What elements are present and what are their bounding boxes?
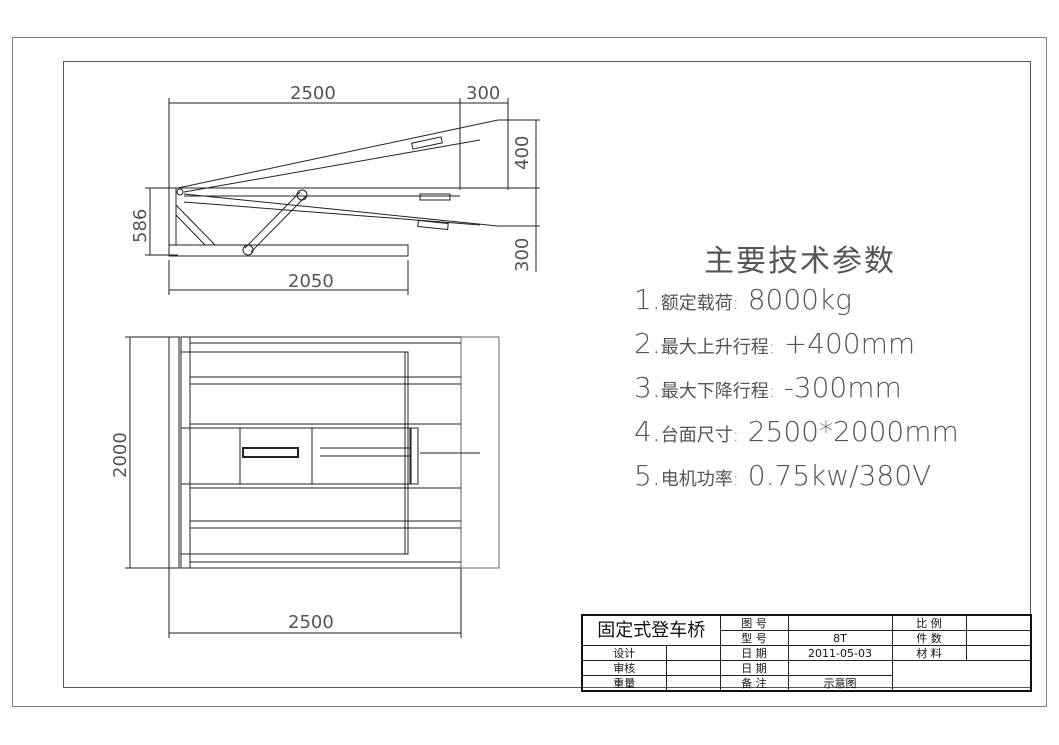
drawing-no — [787, 614, 893, 631]
svg-text:586: 586 — [130, 209, 151, 243]
outer-border — [12, 37, 1047, 707]
title-block: 固定式登车桥 图 号 比 例 型 号 8T 件 数 设计 日 期 2011-05… — [581, 614, 1032, 692]
svg-text:2500: 2500 — [288, 612, 334, 633]
dim-length-label: 2500 — [290, 83, 336, 104]
svg-text:300: 300 — [466, 83, 500, 104]
side-view — [145, 98, 540, 295]
spec-item: 5.电机功率: 0.75kw/380V — [634, 459, 932, 492]
qty — [965, 630, 1032, 646]
plan-view — [125, 336, 500, 638]
weight — [665, 675, 721, 692]
designer — [665, 645, 721, 661]
material — [965, 645, 1032, 661]
spec-item: 1.额定载荷: 8000kg — [634, 283, 852, 316]
reviewer — [665, 660, 721, 676]
date2 — [787, 660, 893, 676]
spec-item: 2.最大上升行程: +400mm — [634, 327, 916, 360]
svg-text:300: 300 — [512, 238, 533, 272]
scale — [965, 614, 1032, 631]
note: 示意图 — [787, 675, 893, 692]
spec-item: 3.最大下降行程: -300mm — [634, 371, 902, 404]
date: 2011-05-03 — [787, 645, 893, 661]
spec-title: 主要技术参数 — [704, 244, 896, 279]
svg-text:400: 400 — [512, 136, 533, 170]
spec-item: 4.台面尺寸: 2500*2000mm — [634, 415, 959, 448]
model: 8T — [787, 630, 893, 646]
svg-text:2050: 2050 — [288, 271, 334, 292]
spec-panel: 主要技术参数 1.额定载荷: 8000kg 2.最大上升行程: +400mm 3… — [634, 236, 959, 500]
svg-text:2000: 2000 — [110, 432, 131, 478]
drawing-name: 固定式登车桥 — [581, 614, 721, 646]
drawing-frame — [63, 61, 1031, 688]
